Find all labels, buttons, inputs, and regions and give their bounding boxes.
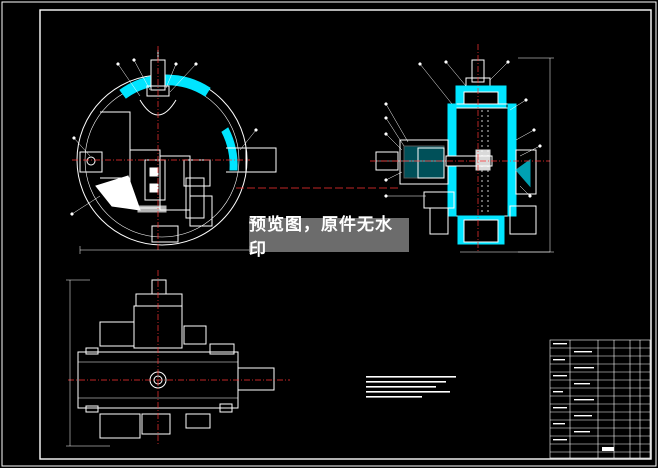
watermark: 预览图，原件无水印 <box>249 215 409 260</box>
front-section-view <box>70 46 277 254</box>
side-section-view <box>370 44 554 253</box>
title-block <box>549 339 651 459</box>
top-view <box>66 270 290 447</box>
technical-notes <box>366 376 456 398</box>
drawing-frame <box>39 9 652 460</box>
